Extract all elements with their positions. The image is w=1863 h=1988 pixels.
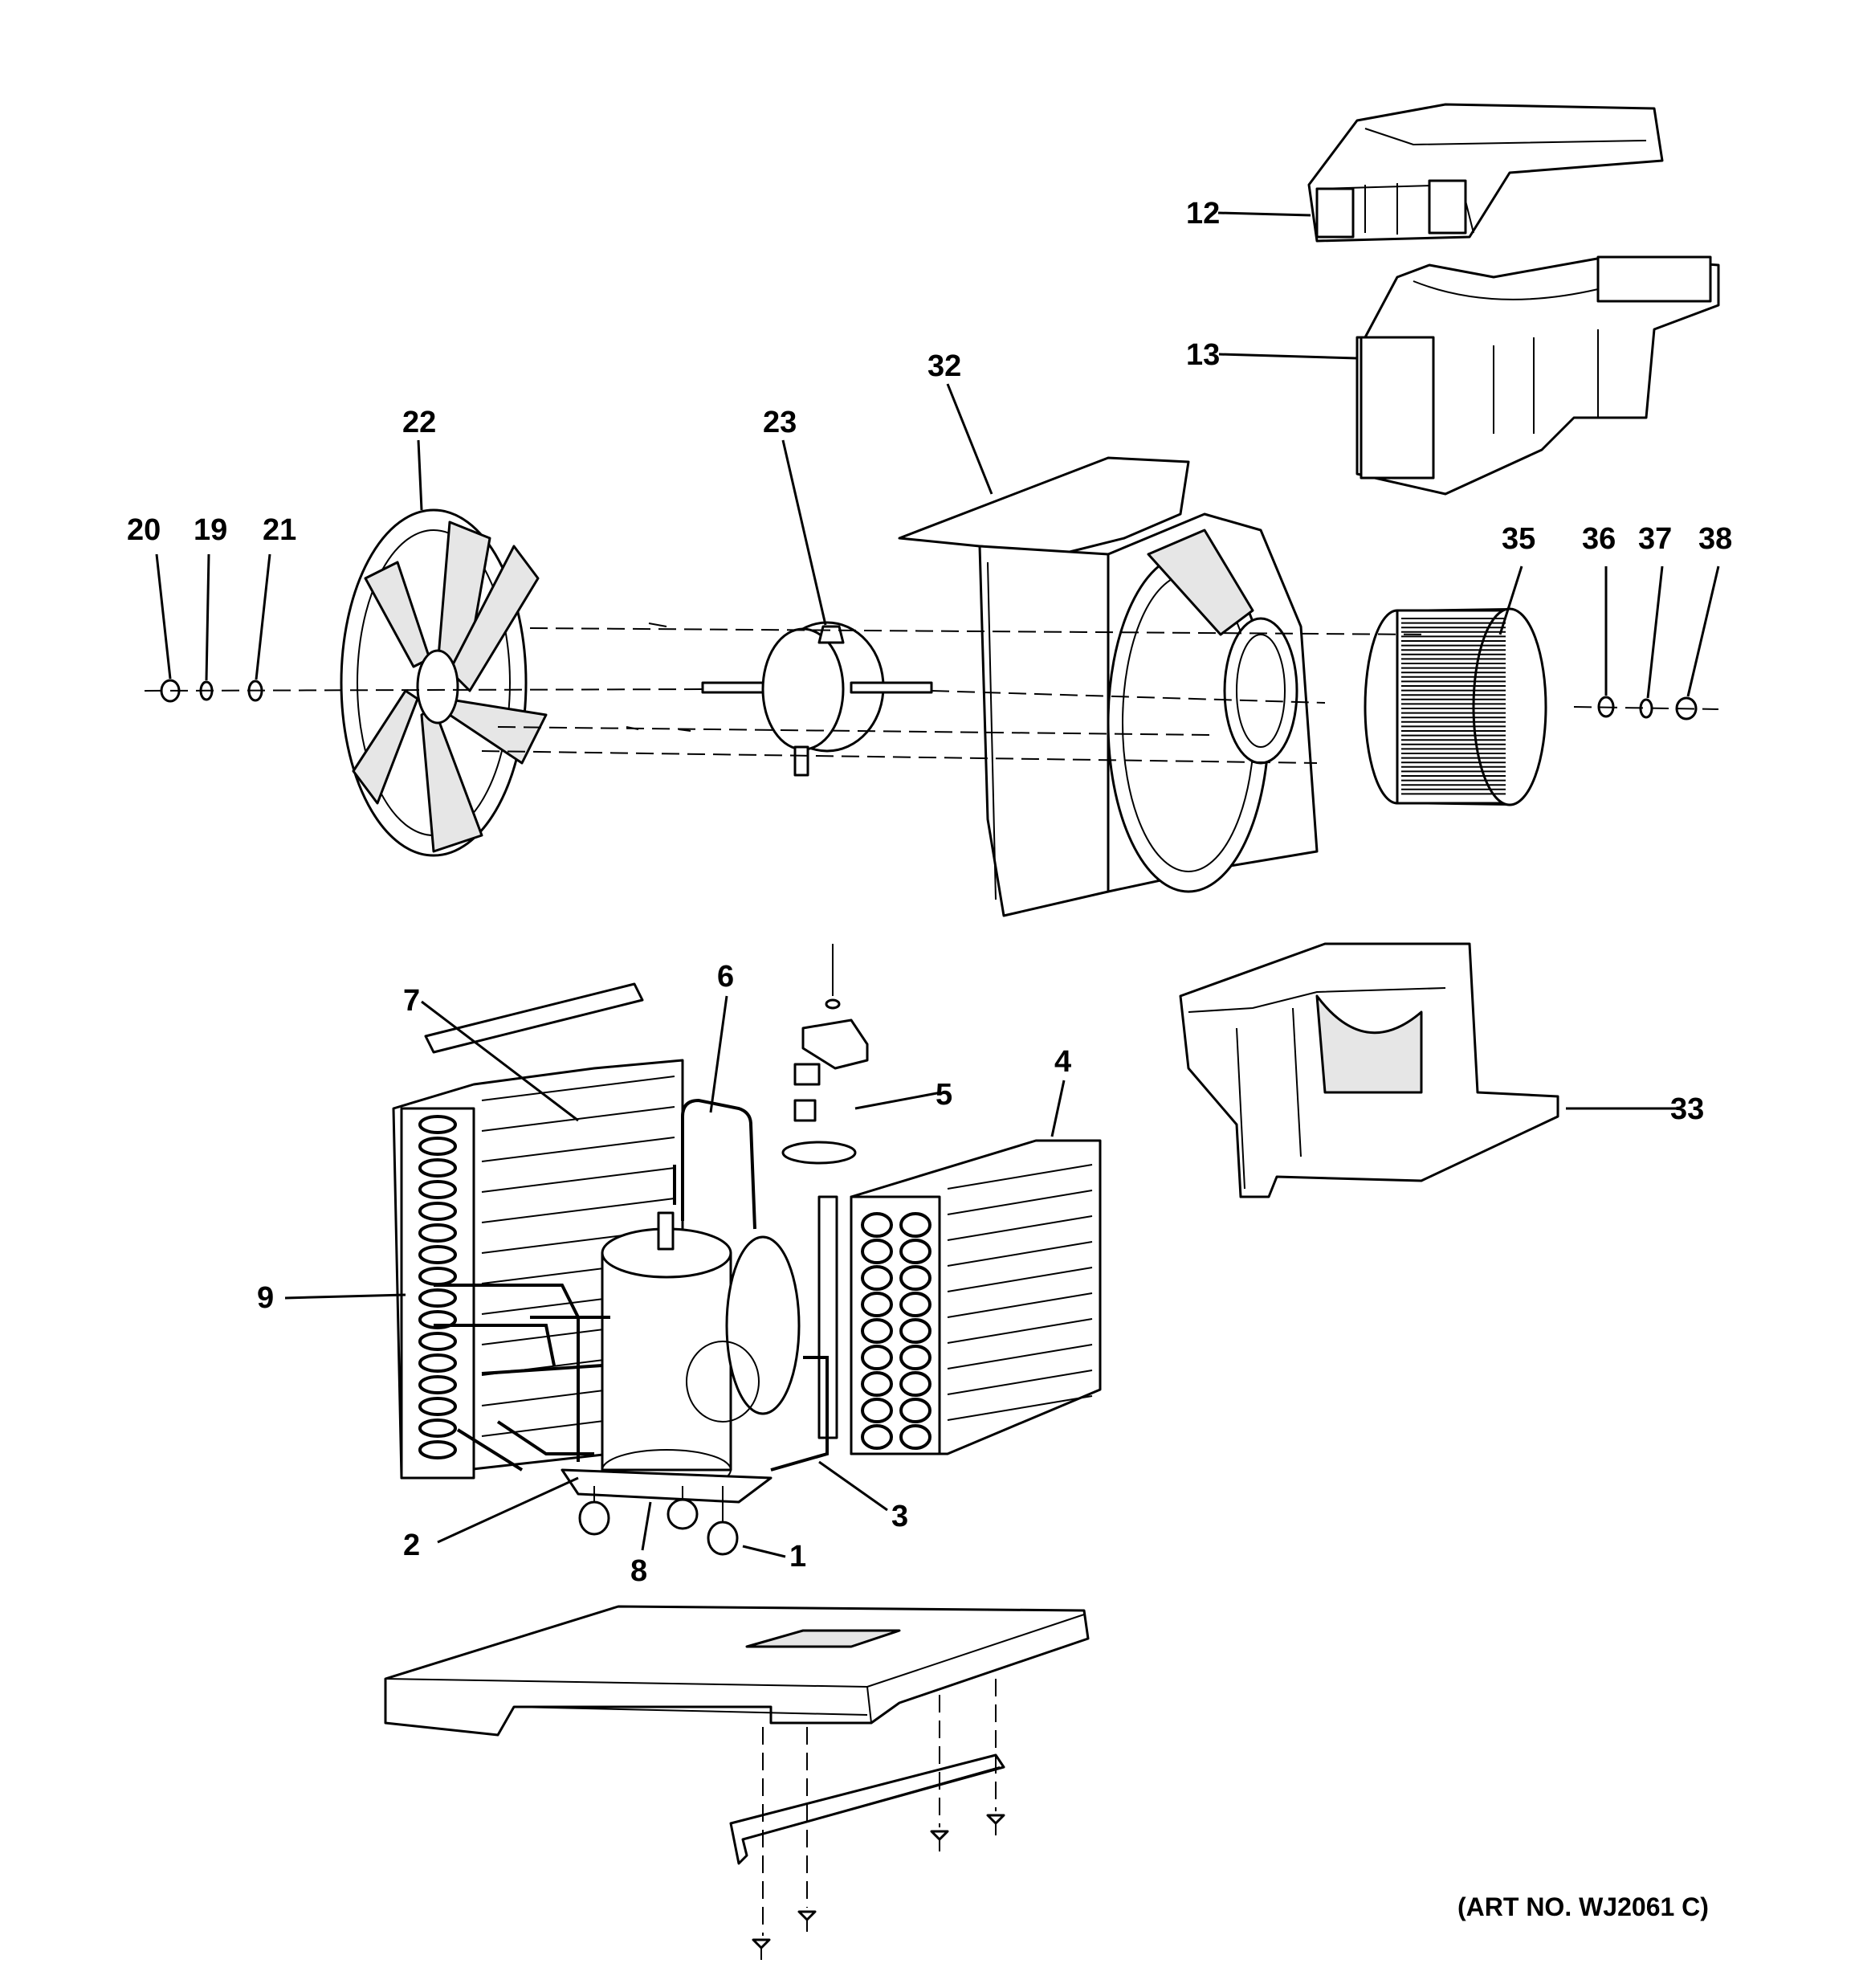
bottom-rail — [729, 1753, 1005, 1865]
screws — [752, 1814, 1005, 1960]
evaporator-fin — [947, 1215, 1093, 1241]
tube-bend — [418, 1310, 457, 1329]
callout-6: 6 — [717, 960, 734, 994]
callout-36: 36 — [1582, 522, 1616, 556]
tube-bend — [899, 1398, 932, 1423]
tube-bend — [899, 1371, 932, 1397]
part-13-upper-duct — [1355, 255, 1720, 496]
callout-33: 33 — [1670, 1092, 1704, 1126]
callout-13: 13 — [1186, 338, 1220, 372]
callout-22: 22 — [402, 406, 436, 439]
callout-4: 4 — [1054, 1045, 1071, 1079]
part-1-grommets — [578, 1486, 739, 1556]
assembly-axis-lines — [144, 627, 1719, 1936]
tubing-assembly — [434, 1284, 580, 1472]
tube-bend — [861, 1424, 893, 1450]
tube-bend — [899, 1212, 932, 1238]
tube-bend — [861, 1265, 893, 1291]
condenser-fin — [481, 1137, 675, 1162]
tube-bend — [418, 1245, 457, 1264]
callout-1: 1 — [789, 1540, 806, 1574]
condenser-fin — [481, 1106, 675, 1132]
condenser-fin — [481, 1167, 675, 1193]
condenser-fin — [481, 1198, 675, 1223]
evaporator-fin — [947, 1267, 1093, 1292]
callout-5: 5 — [936, 1078, 952, 1112]
callout-20: 20 — [127, 513, 161, 547]
tube-bend — [899, 1345, 932, 1370]
tube-bend — [861, 1371, 893, 1397]
tube-bend — [861, 1398, 893, 1423]
callout-2: 2 — [403, 1529, 420, 1562]
evaporator-fin — [947, 1164, 1093, 1190]
callout-9: 9 — [257, 1281, 274, 1315]
callout-7: 7 — [403, 984, 420, 1018]
callout-35: 35 — [1502, 522, 1535, 556]
tube-bend — [418, 1419, 457, 1438]
part-8-compressor — [481, 1165, 829, 1504]
part-35-blower-wheel — [1364, 607, 1547, 806]
tube-bend — [861, 1239, 893, 1264]
part-12-top-cover — [1307, 103, 1664, 243]
base-pan — [384, 1605, 1090, 1737]
condenser-fin — [481, 1076, 675, 1101]
evaporator-fin — [947, 1318, 1093, 1344]
evaporator-fin — [947, 1344, 1093, 1370]
evaporator-fin — [947, 1241, 1093, 1267]
tube-bend — [899, 1318, 932, 1344]
tube-bend — [899, 1239, 932, 1264]
tube-bend — [861, 1292, 893, 1317]
leader-lines — [155, 211, 1720, 1558]
art-number: (ART NO. WJ2061 C) — [1457, 1892, 1709, 1921]
tube-bend — [418, 1375, 457, 1394]
tube-bend — [418, 1115, 457, 1134]
part-23-fan-motor — [626, 621, 933, 777]
tube-bend — [861, 1212, 893, 1238]
tube-bend — [899, 1292, 932, 1317]
evaporator-fin — [947, 1292, 1093, 1318]
part-6-capillary-tube — [681, 1098, 756, 1230]
tube-bend — [861, 1318, 893, 1344]
tube-bend — [861, 1345, 893, 1370]
tube-bend — [418, 1353, 457, 1373]
callout-37: 37 — [1638, 522, 1672, 556]
evaporator-fin — [947, 1190, 1093, 1215]
part-32-orifice-bulkhead — [898, 456, 1319, 917]
callout-labels: 12 13 32 22 23 20 19 21 35 36 37 38 6 7 … — [127, 197, 1732, 1588]
tube-bend — [418, 1440, 457, 1459]
part-4-evaporator-coil — [817, 1139, 1102, 1455]
tube-bend — [418, 1180, 457, 1199]
tube-bend — [418, 1288, 457, 1308]
tube-bend — [418, 1137, 457, 1156]
evaporator-fin — [947, 1370, 1093, 1395]
part-5-valve-assembly — [781, 944, 869, 1165]
evaporator-fin — [947, 1395, 1093, 1421]
callout-19: 19 — [194, 513, 227, 547]
tube-bend — [418, 1202, 457, 1221]
part-22-condenser-fan — [340, 508, 548, 857]
tube-bend — [899, 1265, 932, 1291]
tube-bend — [418, 1332, 457, 1351]
callout-21: 21 — [263, 513, 296, 547]
callout-3: 3 — [891, 1500, 908, 1533]
callout-23: 23 — [763, 406, 797, 439]
callout-12: 12 — [1186, 197, 1220, 231]
callout-8: 8 — [630, 1554, 647, 1588]
callout-32: 32 — [927, 349, 961, 383]
tube-bend — [899, 1424, 932, 1450]
part-33-lower-duct — [1179, 942, 1559, 1198]
tube-bend — [418, 1223, 457, 1243]
callout-38: 38 — [1698, 522, 1732, 556]
tube-bend — [418, 1158, 457, 1178]
tube-bend — [418, 1397, 457, 1416]
